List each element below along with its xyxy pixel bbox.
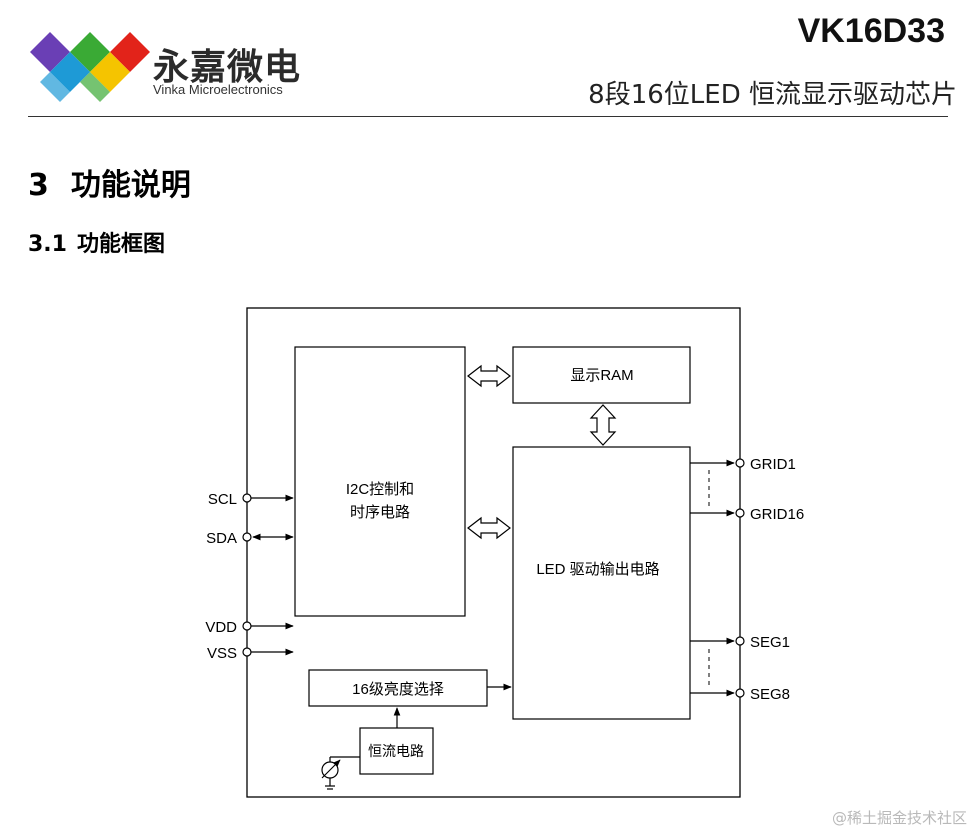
pin-grid16-label: GRID16 — [750, 506, 804, 523]
logo-english-name: Vinka Microelectronics — [153, 82, 283, 97]
pin-grid16: GRID16 — [690, 506, 804, 523]
logo-chinese-name: 永嘉微电 — [153, 47, 302, 88]
subsection-title: 功能框图 — [76, 232, 165, 257]
chip-outline — [246, 307, 741, 798]
company-logo: 永嘉微电 Vinka Microelectronics — [30, 32, 300, 102]
pin-grid1: GRID1 — [690, 456, 796, 473]
brightness-select-block: 16级亮度选择 — [308, 669, 488, 707]
subsection-number: 3.1 — [28, 232, 67, 257]
constant-current-block: 恒流电路 — [359, 727, 434, 775]
i2c-block-label-line1: I2C控制和 — [346, 481, 414, 498]
header-divider — [28, 116, 948, 117]
pin-grid1-label: GRID1 — [750, 456, 796, 473]
led-driver-block: LED 驱动输出电路 — [512, 446, 691, 720]
i2c-block-label-line2: 时序电路 — [350, 504, 410, 521]
pin-scl-label: SCL — [208, 491, 237, 508]
pin-sda: SDA — [206, 530, 294, 547]
pin-vss: VSS — [207, 645, 294, 662]
bus-arrow-ram-driver — [589, 404, 617, 446]
constant-current-label: 恒流电路 — [368, 743, 424, 759]
section-title: 功能说明 — [70, 168, 191, 203]
bus-arrow-i2c-ram — [467, 364, 511, 388]
pin-vdd-label: VDD — [205, 619, 237, 636]
section-number: 3 — [28, 168, 49, 203]
pin-scl: SCL — [208, 491, 294, 508]
document-part-number: VK16D33 — [797, 12, 945, 50]
pin-sda-label: SDA — [206, 530, 237, 547]
led-driver-label: LED 驱动输出电路 — [536, 561, 659, 578]
document-subtitle: 8段16位LED 恒流显示驱动芯片 — [588, 80, 957, 110]
display-ram-label: 显示RAM — [570, 367, 633, 384]
pin-vdd: VDD — [205, 619, 294, 636]
watermark-text: @稀土掘金技术社区 — [831, 809, 967, 827]
brightness-label: 16级亮度选择 — [352, 681, 444, 698]
display-ram-block: 显示RAM — [512, 346, 691, 404]
subsection-heading: 3.1 功能框图 — [28, 226, 165, 258]
pin-seg1-label: SEG1 — [750, 634, 790, 651]
current-source-icon — [321, 756, 360, 790]
pin-seg8-label: SEG8 — [750, 686, 790, 703]
pin-vss-label: VSS — [207, 645, 237, 662]
section-heading: 3 功能说明 — [28, 160, 191, 204]
logo-diamonds-icon — [30, 32, 150, 102]
pin-seg1: SEG1 — [690, 634, 790, 651]
i2c-control-block: I2C控制和 时序电路 — [294, 346, 466, 617]
bus-arrow-i2c-driver — [467, 516, 511, 540]
pin-seg8: SEG8 — [690, 686, 790, 703]
